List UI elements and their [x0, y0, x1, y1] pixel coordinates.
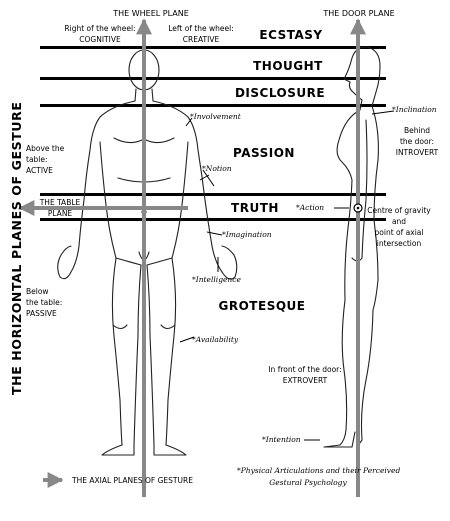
front-door-line1: In front of the door: — [268, 365, 341, 374]
centre-of-gravity-line4: intersection — [377, 239, 422, 248]
below-table-line3: PASSIVE — [26, 309, 57, 318]
axial-planes-legend-label: THE AXIAL PLANES OF GESTURE — [71, 476, 193, 485]
articulation-notion: *Notion — [202, 164, 232, 173]
right-of-wheel-line1: Right of the wheel: — [64, 24, 135, 33]
footnote-line1: *Physical Articulations and their Percei… — [237, 466, 400, 475]
vertical-title: THE HORIZONTAL PLANES OF GESTURE — [9, 102, 24, 395]
front-figure — [57, 49, 238, 456]
horizontal-plane-lines — [40, 46, 386, 221]
centre-of-gravity-line3: point of axial — [375, 228, 424, 237]
above-table-line3: ACTIVE — [26, 166, 53, 175]
footnote-line2: Gestural Psychology — [269, 478, 347, 487]
plane-line-thought — [40, 77, 386, 80]
table-plane-line2: PLANE — [48, 209, 73, 218]
below-table-line2: the table: — [26, 298, 62, 307]
plane-line-truth-bottom — [40, 218, 386, 221]
articulation-inclination: *Inclination — [392, 105, 437, 114]
plane-line-disclosure — [40, 104, 386, 107]
level-thought: THOUGHT — [253, 59, 323, 73]
leader-lines — [179, 110, 395, 441]
behind-door-line1: Behind — [404, 126, 430, 135]
axial-arrows — [18, 18, 366, 497]
table-plane-line1: THE TABLE — [39, 198, 81, 207]
above-table-line2: table: — [26, 155, 48, 164]
articulation-intention: *Intention — [262, 435, 301, 444]
wheel-plane-label: THE WHEEL PLANE — [112, 9, 189, 18]
level-truth: TRUTH — [231, 201, 279, 215]
plane-line-ecstasy — [40, 46, 386, 49]
left-of-wheel-line2: CREATIVE — [183, 35, 220, 44]
door-plane-label: THE DOOR PLANE — [322, 9, 394, 18]
level-grotesque: GROTESQUE — [219, 299, 306, 313]
left-of-wheel-line1: Left of the wheel: — [168, 24, 234, 33]
above-table-line1: Above the — [26, 144, 65, 153]
plane-line-truth-top — [40, 193, 386, 196]
right-of-wheel-line2: COGNITIVE — [79, 35, 121, 44]
level-passion: PASSION — [233, 146, 295, 160]
articulation-involvement: *Involvement — [190, 112, 242, 121]
centre-of-gravity-marker — [353, 203, 363, 213]
centre-of-gravity-line2: and — [392, 217, 406, 226]
behind-door-line2: the door: — [400, 137, 434, 146]
level-disclosure: DISCLOSURE — [235, 86, 325, 100]
level-ecstasy: ECSTASY — [259, 28, 322, 42]
articulation-action: *Action — [296, 203, 324, 212]
articulation-imagination: *Imagination — [222, 230, 272, 239]
articulation-availability: *Availability — [192, 335, 239, 344]
below-table-line1: Below — [26, 287, 49, 296]
articulation-intelligence: *Intelligence — [192, 275, 241, 284]
behind-door-line3: INTROVERT — [396, 148, 439, 157]
centre-of-gravity-line1: Centre of gravity — [367, 206, 431, 215]
front-door-line2: EXTROVERT — [283, 376, 328, 385]
